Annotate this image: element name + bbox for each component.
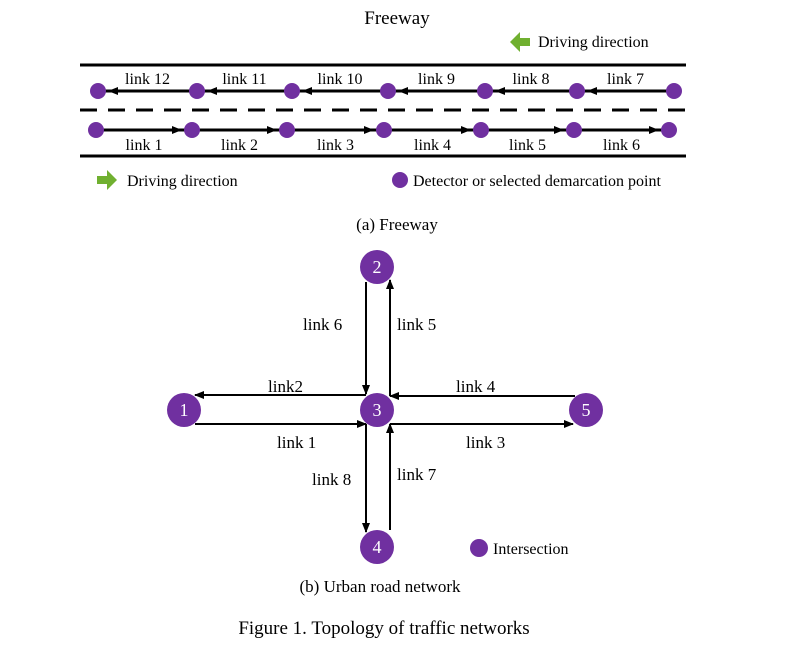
detector-point — [184, 122, 200, 138]
svg-text:3: 3 — [373, 400, 382, 420]
link-4-label: link 4 — [456, 377, 496, 396]
upper-link-label: link 8 — [513, 71, 550, 88]
lower-link-label: link 4 — [414, 137, 451, 154]
urban-links — [194, 279, 575, 533]
detector-point — [88, 122, 104, 138]
link-8-label: link 8 — [312, 470, 351, 489]
detector-point — [566, 122, 582, 138]
freeway-lower-lane: link 1 link 2 link 3 link 4 link 5 link 6 — [88, 122, 677, 154]
intersection-nodes: 1 2 3 4 5 — [167, 250, 603, 564]
intersection-legend-label: Intersection — [493, 541, 569, 558]
svg-text:1: 1 — [180, 400, 189, 420]
detector-point — [473, 122, 489, 138]
urban-caption: (b) Urban road network — [300, 577, 461, 596]
freeway-caption: (a) Freeway — [356, 215, 438, 234]
figure-caption: Figure 1. Topology of traffic networks — [238, 618, 529, 639]
link-7-label: link 7 — [397, 465, 437, 484]
svg-text:5: 5 — [582, 400, 591, 420]
upper-link-label: link 7 — [607, 71, 644, 88]
upper-link-label: link 10 — [318, 71, 363, 88]
intersection-legend-dot-icon — [470, 539, 488, 557]
intersection-node-3: 3 — [360, 393, 394, 427]
lower-link-label: link 1 — [126, 137, 163, 154]
green-arrow-left-icon — [510, 32, 530, 52]
detector-point — [661, 122, 677, 138]
detector-legend-dot-icon — [392, 172, 408, 188]
intersection-node-5: 5 — [569, 393, 603, 427]
detector-point — [90, 83, 106, 99]
detector-point — [666, 83, 682, 99]
detector-point — [380, 83, 396, 99]
link-2-label: link2 — [268, 377, 303, 396]
upper-link-label: link 11 — [222, 71, 266, 88]
link-6-label: link 6 — [303, 315, 342, 334]
driving-direction-legend-top: Driving direction — [538, 34, 649, 51]
detector-legend-label: Detector or selected demarcation point — [413, 173, 661, 190]
intersection-node-1: 1 — [167, 393, 201, 427]
detector-point — [284, 83, 300, 99]
upper-link-label: link 12 — [125, 71, 170, 88]
urban-link-labels: link2 link 1 link 4 link 3 link 6 link 5… — [268, 315, 505, 489]
upper-link-label: link 9 — [418, 71, 455, 88]
driving-direction-legend-bottom: Driving direction — [127, 173, 238, 190]
link-1-label: link 1 — [277, 433, 316, 452]
lower-link-label: link 3 — [317, 137, 354, 154]
detector-point — [477, 83, 493, 99]
detector-point — [279, 122, 295, 138]
link-3-label: link 3 — [466, 433, 505, 452]
lower-link-label: link 6 — [603, 137, 640, 154]
intersection-node-2: 2 — [360, 250, 394, 284]
lower-link-label: link 5 — [509, 137, 546, 154]
detector-point — [376, 122, 392, 138]
svg-text:2: 2 — [373, 257, 382, 277]
lower-link-label: link 2 — [221, 137, 258, 154]
freeway-upper-lane: link 12 link 11 link 10 link 9 link 8 link 7 — [90, 71, 682, 99]
detector-point — [189, 83, 205, 99]
intersection-node-4: 4 — [360, 530, 394, 564]
link-5-label: link 5 — [397, 315, 436, 334]
detector-point — [569, 83, 585, 99]
freeway-title: Freeway — [364, 8, 430, 29]
svg-text:4: 4 — [373, 537, 382, 557]
green-arrow-right-icon — [97, 170, 117, 190]
